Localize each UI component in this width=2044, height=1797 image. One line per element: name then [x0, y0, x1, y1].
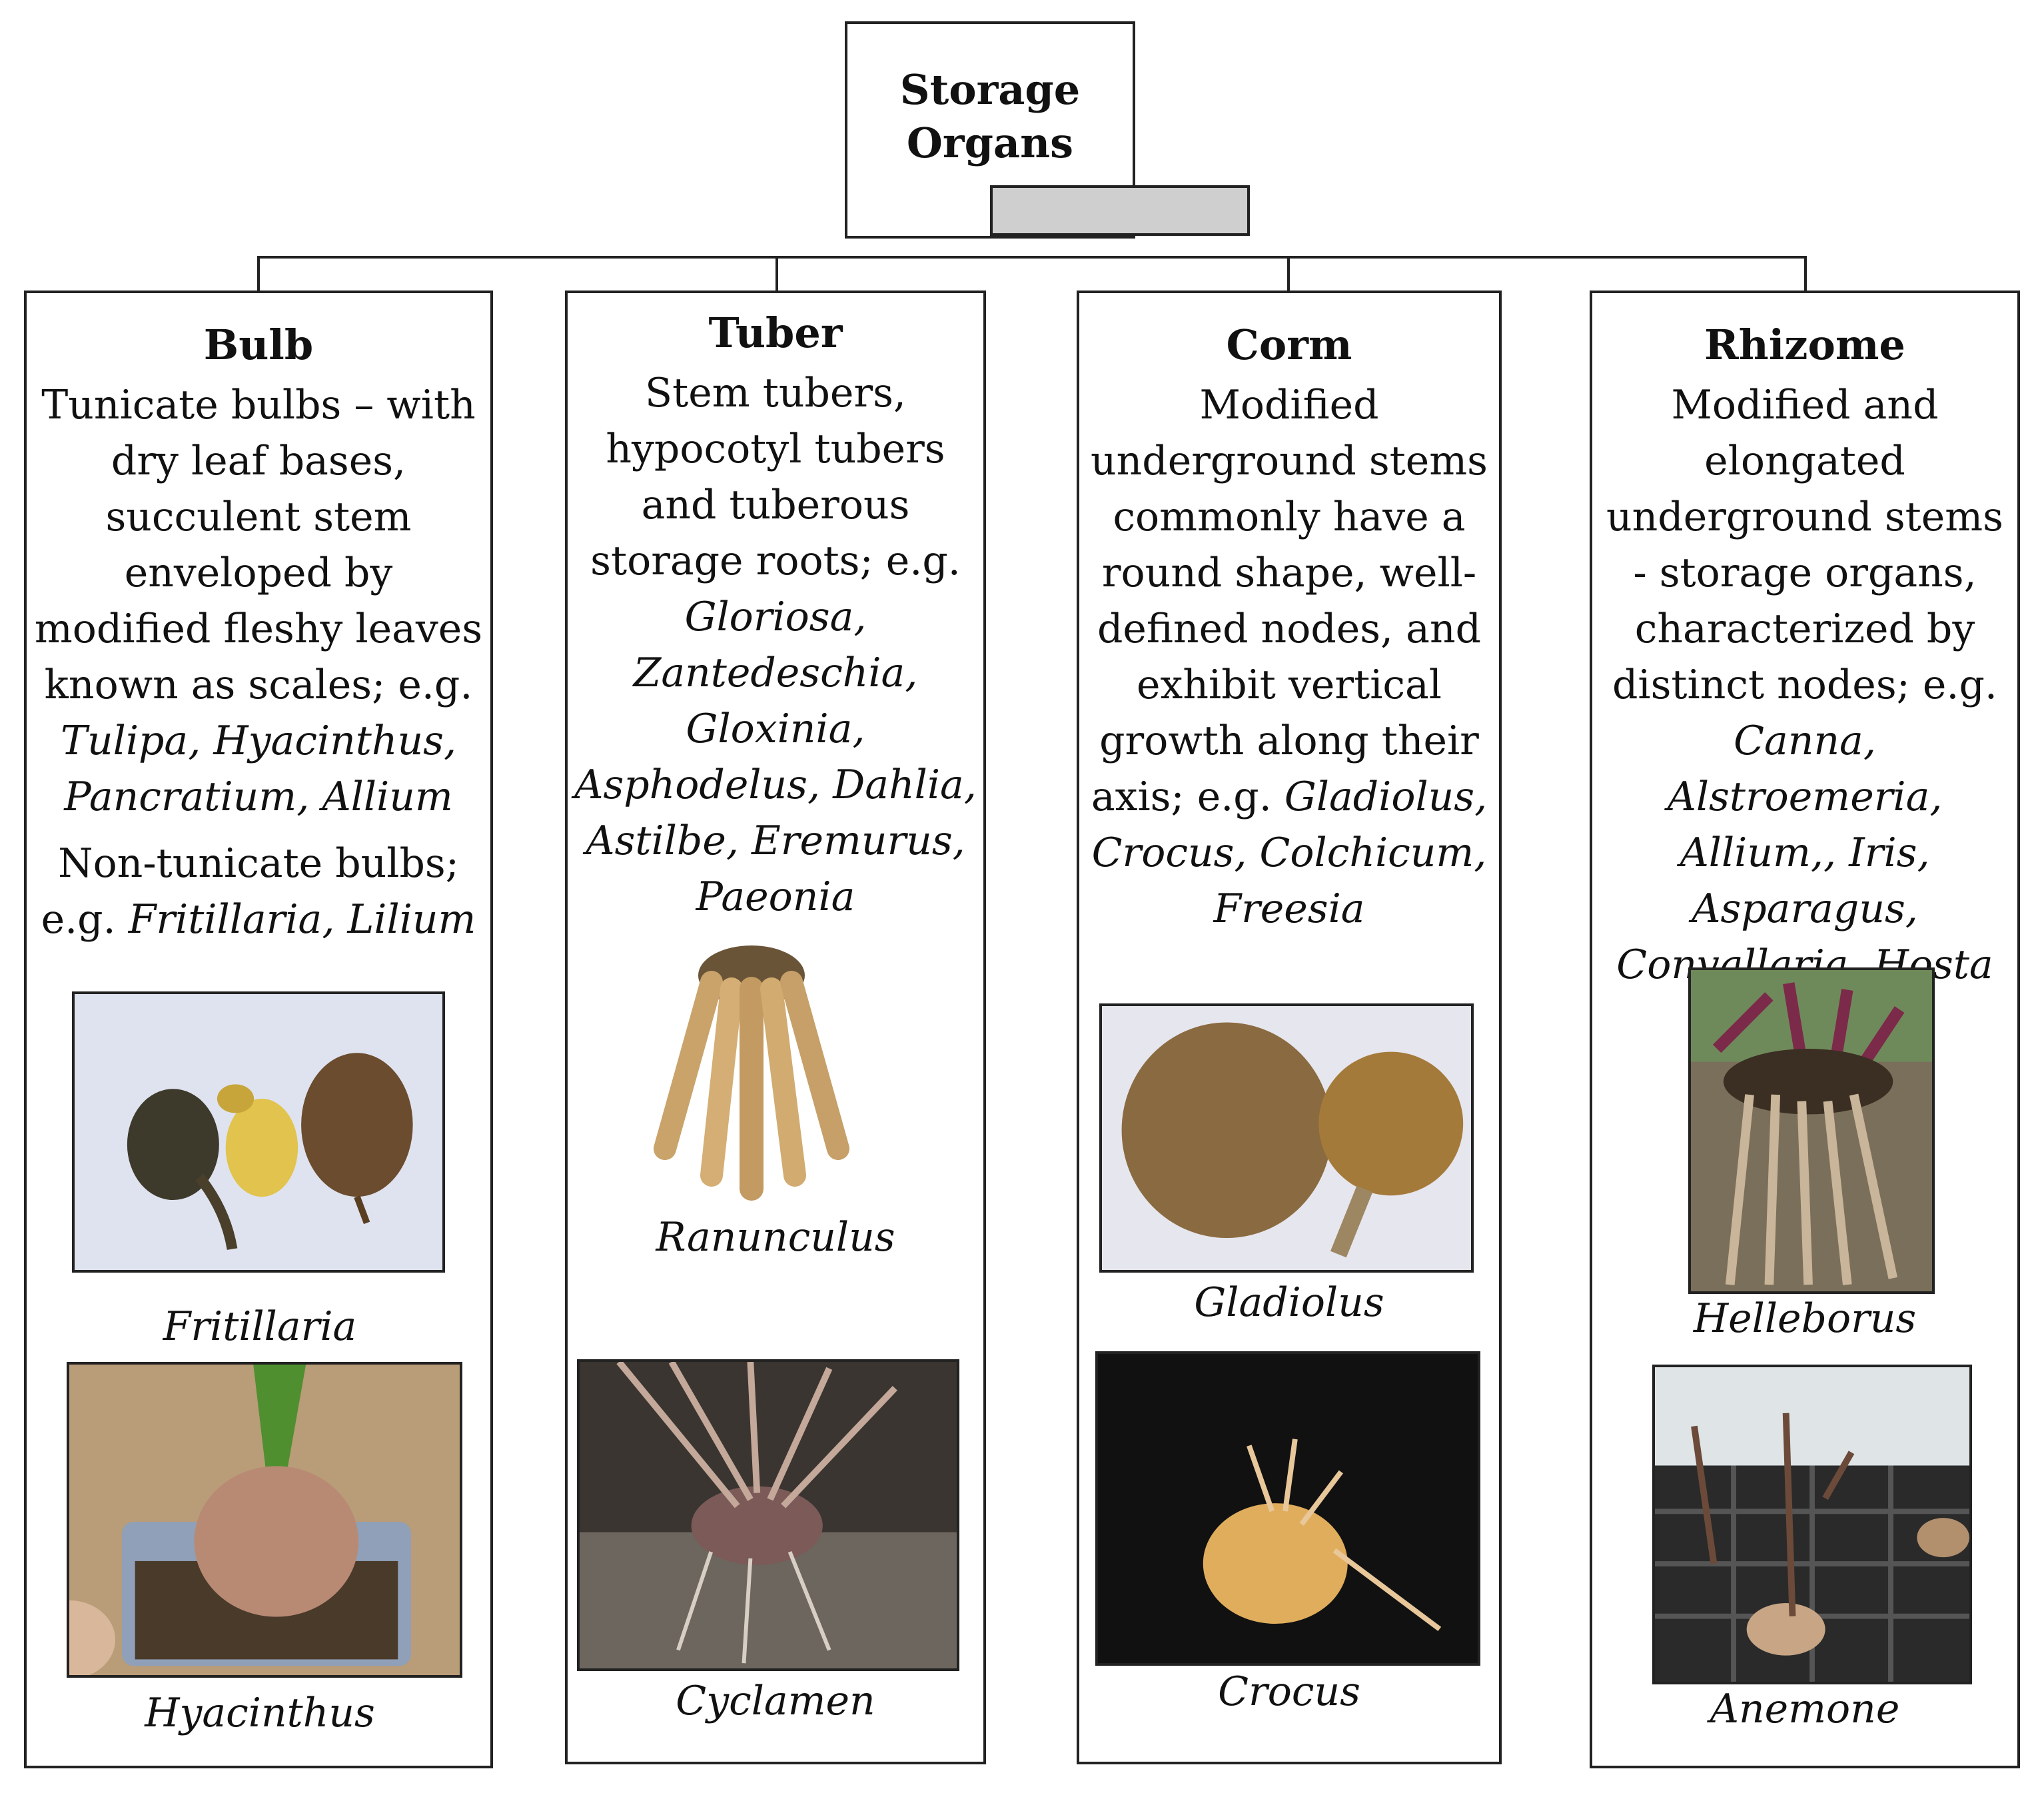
corm-title: Corm [1226, 320, 1352, 369]
gladiolus-photo [1099, 1003, 1474, 1273]
corm-description-text: Modified underground stems commonly have… [1091, 382, 1488, 820]
connector-drop-rhizome [1804, 256, 1807, 292]
bulb-description-2-text: Non-tunicate bulbs; e.g. [41, 840, 459, 943]
anemone-caption: Anemone [1710, 1686, 1900, 1732]
bulb-genera-2: Fritillaria, Lilium [128, 896, 476, 943]
root-title-line2: Organs [906, 119, 1074, 167]
tuber-genera: Gloriosa, Zantedeschia, Gloxinia, Asphod… [574, 594, 977, 920]
crocus-caption: Crocus [1218, 1668, 1360, 1715]
tuber-description-text: Stem tubers, hypocotyl tubers and tubero… [590, 370, 961, 584]
connector-drop-bulb [257, 256, 260, 292]
bulb-title: Bulb [203, 320, 314, 369]
gladiolus-caption: Gladiolus [1194, 1279, 1384, 1326]
tuber-title: Tuber [708, 308, 843, 357]
connector-drop-tuber [775, 256, 778, 292]
corm-description: Modified underground stems commonly have… [1083, 377, 1495, 937]
connector-drop-corm [1287, 256, 1290, 292]
root-connector-tab [990, 185, 1250, 236]
bulb-genera: Tulipa, Hyacinthus, Pancratium, Allium [60, 718, 457, 820]
anemone-photo [1652, 1365, 1972, 1684]
corm-genera: Gladiolus, Crocus, Colchicum, Freesia [1091, 774, 1488, 932]
bulb-description-text: Tunicate bulbs – with dry leaf bases, su… [34, 382, 483, 708]
rhizome-title: Rhizome [1704, 320, 1905, 369]
bulb-description: Tunicate bulbs – with dry leaf bases, su… [31, 377, 486, 825]
crocus-photo [1095, 1351, 1480, 1666]
cyclamen-photo [577, 1359, 959, 1671]
ranunculus-photo [618, 935, 885, 1215]
bulb-description-2: Non-tunicate bulbs; e.g. Fritillaria, Li… [31, 836, 486, 947]
rhizome-description: Modified and elongated underground stems… [1596, 377, 2013, 993]
rhizome-genera: Canna, Alstroemeria, Allium,, Iris, Aspa… [1616, 718, 1993, 988]
fritillaria-caption: Fritillaria [163, 1303, 357, 1350]
hyacinthus-caption: Hyacinthus [145, 1690, 375, 1736]
tuber-description: Stem tubers, hypocotyl tubers and tubero… [572, 365, 979, 925]
rhizome-description-text: Modified and elongated underground stems… [1606, 382, 2003, 708]
root-title-line1: Storage [899, 65, 1081, 114]
connector-horizontal [257, 256, 1807, 259]
helleborus-caption: Helleborus [1693, 1295, 1917, 1342]
fritillaria-photo [72, 991, 445, 1273]
cyclamen-caption: Cyclamen [676, 1678, 875, 1724]
hyacinthus-photo [67, 1362, 462, 1678]
ranunculus-caption: Ranunculus [656, 1214, 895, 1261]
helleborus-photo [1688, 967, 1935, 1294]
